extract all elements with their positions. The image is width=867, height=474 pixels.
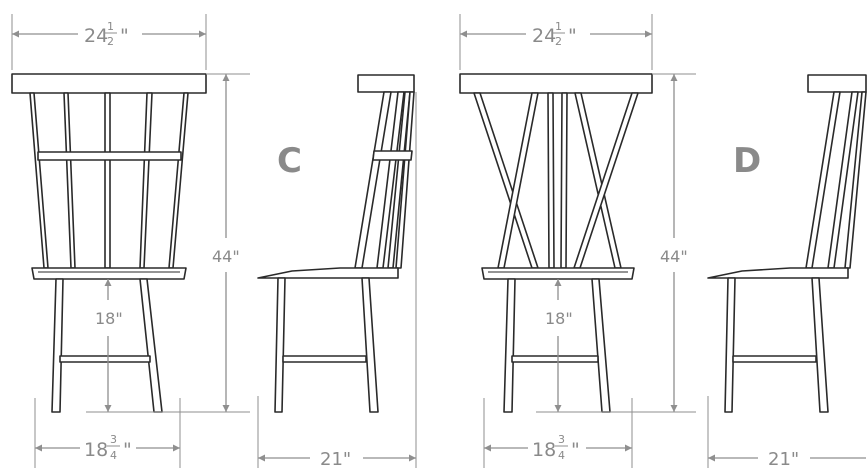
leg: [361, 277, 379, 413]
back-spindle: [844, 91, 867, 269]
stretcher: [59, 355, 151, 363]
seat: [257, 267, 399, 279]
overall-height: 44": [660, 247, 688, 266]
seat-height: 18": [545, 309, 573, 328]
leg: [503, 278, 516, 413]
overall-height: 44": [212, 247, 240, 266]
center-spindle: [547, 92, 555, 269]
base-width-unit: ": [123, 439, 132, 461]
chair-d-front-view: [459, 73, 653, 413]
width-unit: ": [120, 25, 129, 47]
figure-label-d: D: [733, 141, 761, 181]
base-width-denominator: 4: [110, 449, 117, 462]
spindle: [29, 92, 49, 269]
top-rail: [807, 74, 867, 93]
spindle: [104, 92, 111, 269]
chair-d-side-dimensions: 21": [707, 396, 866, 470]
leg: [811, 277, 829, 413]
stretcher: [511, 355, 599, 363]
leg: [139, 278, 163, 413]
seat: [481, 267, 635, 280]
seat: [31, 267, 187, 280]
width-unit: ": [568, 25, 577, 47]
leg: [51, 278, 64, 413]
width-whole: 24: [532, 25, 556, 47]
top-rail: [459, 73, 653, 94]
width-numerator: 1: [107, 20, 114, 33]
width-denominator: 2: [555, 35, 562, 48]
base-width-whole: 18: [84, 439, 108, 461]
base-width-denominator: 4: [558, 449, 565, 462]
seat-height: 18": [95, 309, 123, 328]
center-spindle: [560, 92, 568, 269]
chair-c-side-dimensions: 21": [257, 92, 417, 470]
base-width-numerator: 3: [110, 433, 117, 446]
back-spindle: [395, 91, 415, 269]
depth: 21": [768, 449, 799, 470]
back-cross-rail: [37, 151, 182, 161]
leg: [591, 278, 611, 413]
chair-d-front-dimensions: 24 1 2 " 18" 18 3 4 " 44": [459, 14, 696, 468]
figure-label-c: C: [277, 141, 302, 181]
top-rail: [357, 74, 415, 93]
stretcher: [282, 355, 367, 363]
base-width-whole: 18: [532, 439, 556, 461]
stretcher: [732, 355, 817, 363]
base-width-numerator: 3: [558, 433, 565, 446]
width-whole: 24: [84, 25, 108, 47]
leg: [274, 277, 286, 413]
chair-c-side-view: [257, 74, 415, 413]
seat: [707, 267, 849, 279]
spindle: [139, 92, 153, 269]
chair-d-side-view: [707, 74, 867, 413]
leg: [724, 277, 736, 413]
back-cross-rail: [372, 150, 413, 161]
chair-c-front-dimensions: 24 1 2 " 18" 18 3 4 " 44": [11, 14, 250, 468]
width-numerator: 1: [555, 20, 562, 33]
depth: 21": [320, 449, 351, 470]
spindle: [63, 92, 76, 269]
width-denominator: 2: [107, 35, 114, 48]
base-width-unit: ": [571, 439, 580, 461]
chair-c-front-view: [11, 73, 207, 413]
spindle: [168, 92, 189, 269]
top-rail: [11, 73, 207, 94]
